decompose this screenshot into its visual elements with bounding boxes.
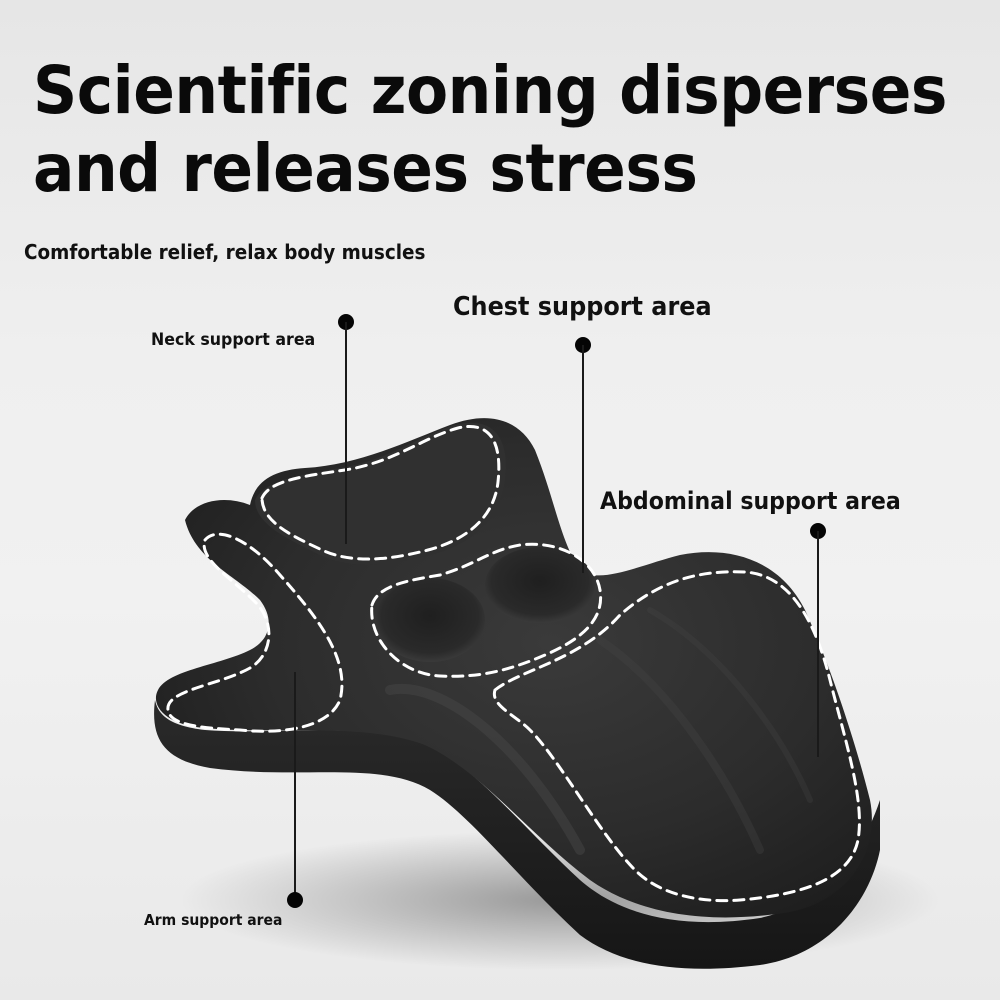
callout-label-neck: Neck support area (151, 330, 316, 350)
callout-label-abdominal: Abdominal support area (600, 487, 901, 515)
stitch-arm (166, 532, 344, 733)
callout-label-chest: Chest support area (453, 292, 712, 322)
subtitle: Comfortable relief, relax body muscles (24, 240, 426, 264)
headline-line-2: and releases stress (33, 130, 698, 207)
callout-line-neck (345, 322, 347, 544)
callout-line-arm (294, 672, 296, 900)
callout-label-arm: Arm support area (144, 911, 283, 929)
headline: Scientific zoning disperses and releases… (33, 52, 947, 208)
callout-dot-arm (287, 892, 303, 908)
stitch-chest (370, 542, 603, 678)
callout-line-abdominal (817, 531, 819, 757)
callout-line-chest (582, 345, 584, 573)
stitch-abdominal (492, 570, 861, 903)
headline-line-1: Scientific zoning disperses (33, 52, 947, 129)
